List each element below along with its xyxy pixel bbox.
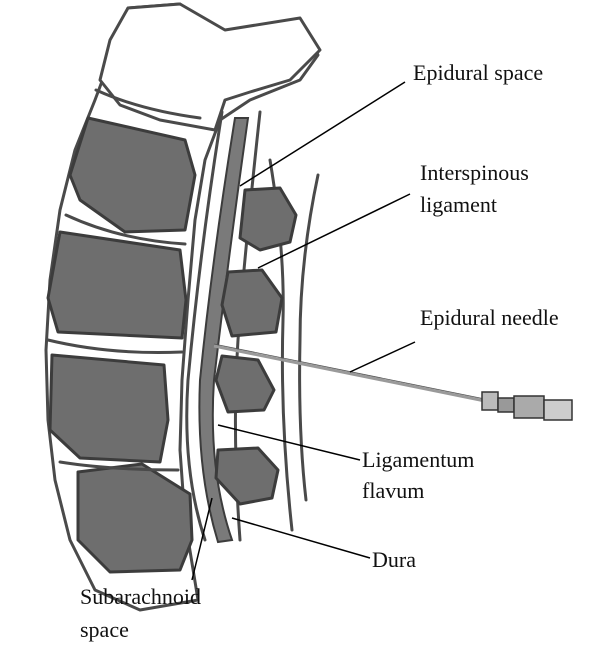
disc-space-4 [58,460,180,472]
disc-space-2 [64,213,187,246]
vertebral-body-2 [46,230,188,340]
label-ligamentum-line1: Ligamentum [362,447,474,472]
label-interspinous-line1: Interspinous [420,160,529,185]
leader-dura [231,517,371,559]
canal-wall-anterior [185,110,224,542]
spinous-process-4 [214,446,280,506]
disc-space-1 [94,88,202,120]
label-subarachnoid-line1: Subarachnoid [80,584,201,609]
spinous-process-1 [238,186,298,252]
label-ligamentum-line2: flavum [362,478,424,503]
label-epidural-space: Epidural space [413,60,543,85]
needle-shaft-highlight [213,343,491,401]
label-interspinous-line2: ligament [420,192,497,217]
spinous-process-2 [220,268,284,338]
leader-ligamentum [217,424,361,461]
leader-epidural-needle [349,341,416,373]
spine-posterior-outline-2 [298,173,320,502]
leader-epidural-space [239,81,406,187]
disc-space-3 [46,338,184,354]
leader-subarachnoid [191,497,213,581]
top-spinous-process [98,2,322,132]
vertebral-body-3 [48,353,170,464]
vertebral-body-1 [68,116,197,234]
label-subarachnoid-line2: space [80,617,129,642]
needle-hub [481,391,573,421]
label-epidural-needle: Epidural needle [420,305,559,330]
label-dura: Dura [372,547,416,572]
leader-interspinous [257,193,411,269]
spinous-process-3 [214,354,276,414]
needle-shaft [213,344,491,404]
